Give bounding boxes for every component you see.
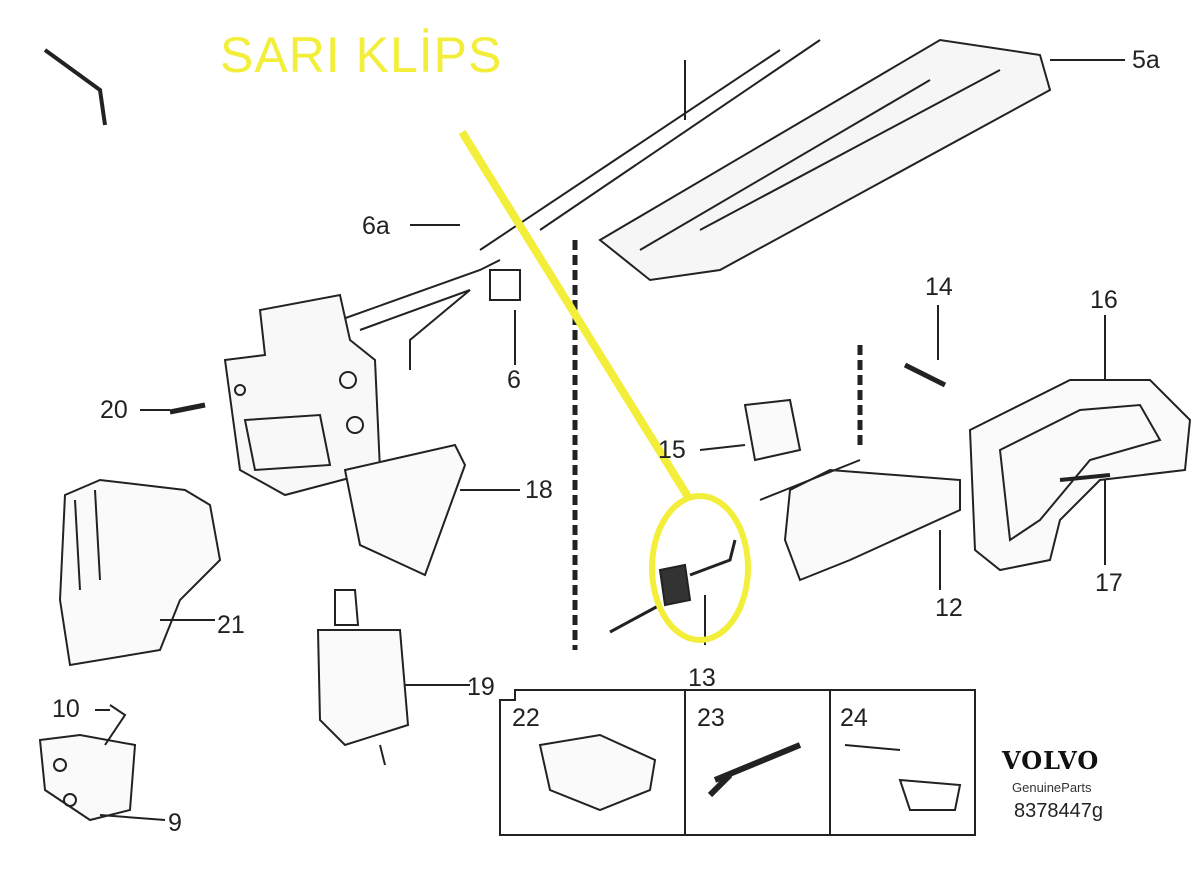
callout-9: 9 — [168, 809, 182, 837]
callout-16: 16 — [1090, 286, 1118, 314]
highlight-pointer-line — [458, 129, 694, 503]
callout-23: 23 — [697, 704, 725, 732]
callout-14: 14 — [925, 273, 953, 301]
highlight-circle — [649, 493, 751, 643]
rod-part — [43, 48, 107, 126]
callout-13: 13 — [688, 664, 716, 692]
lock-body — [223, 293, 382, 497]
callout-18: 18 — [525, 476, 553, 504]
callout-5a: 5a — [1132, 46, 1160, 74]
handle-rail — [598, 38, 1052, 282]
handle-bezel — [968, 379, 1192, 572]
callout-22: 22 — [512, 704, 540, 732]
callout-12: 12 — [935, 594, 963, 622]
callout-15: 15 — [658, 436, 686, 464]
volvo-logo: VOLVO — [1002, 746, 1100, 775]
part-number: 8378447g — [1014, 800, 1103, 822]
inner-handle — [783, 468, 961, 582]
callout-6a: 6a — [362, 212, 390, 240]
callout-19: 19 — [467, 673, 495, 701]
callout-20: 20 — [100, 396, 128, 424]
callout-17: 17 — [1095, 569, 1123, 597]
callout-6: 6 — [507, 366, 521, 394]
brand-subtitle: GenuineParts — [1012, 780, 1092, 795]
callout-10: 10 — [52, 695, 80, 723]
callout-21: 21 — [217, 611, 245, 639]
actuator — [316, 629, 410, 747]
callout-24: 24 — [840, 704, 868, 732]
highlight-title: SARI KLİPS — [220, 27, 503, 83]
